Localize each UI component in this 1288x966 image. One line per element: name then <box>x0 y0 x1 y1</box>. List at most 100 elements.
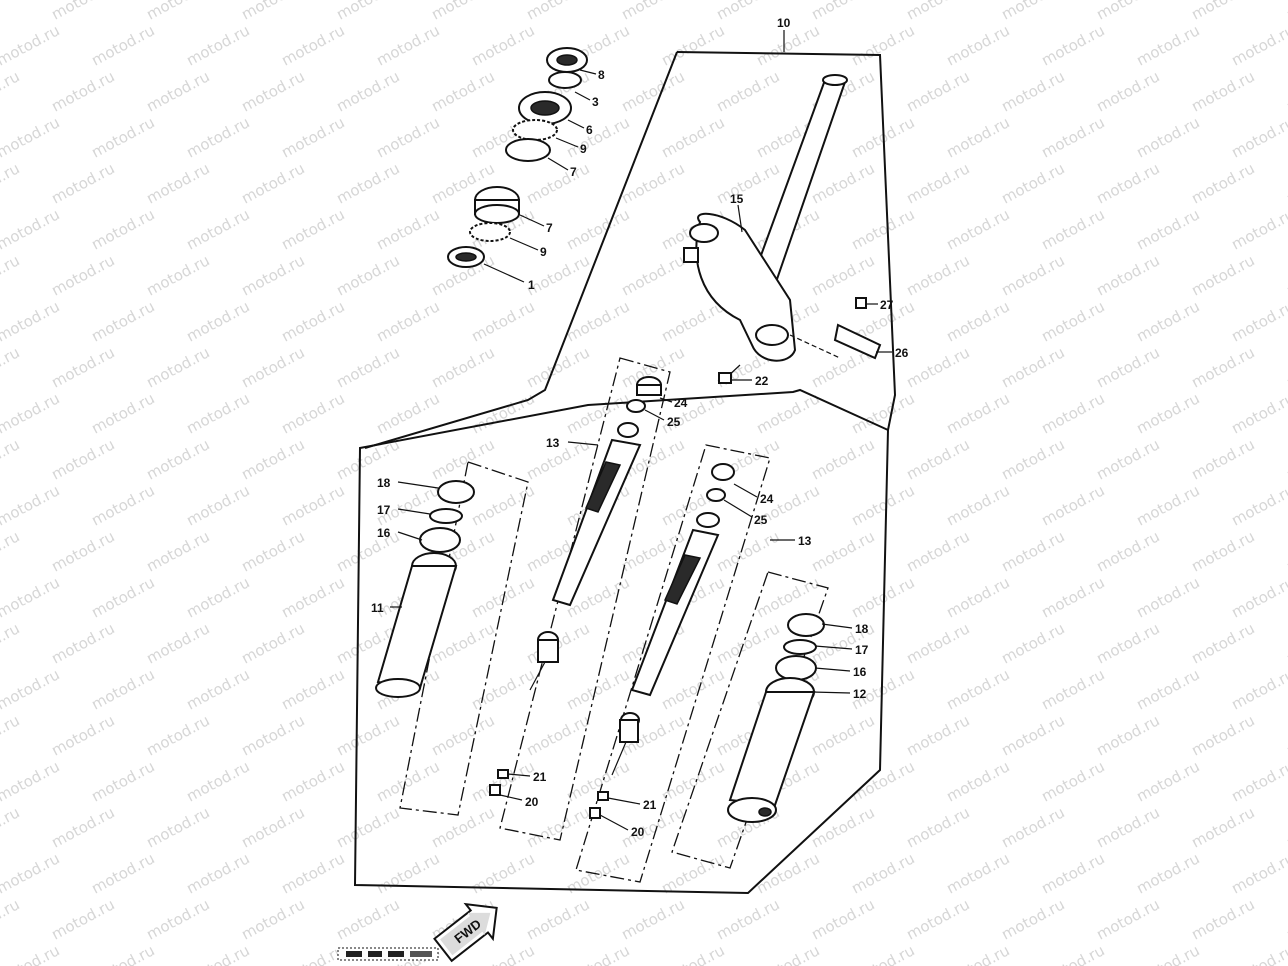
watermark-text: motod.ru <box>1283 803 1288 851</box>
callout-9-upper: 9 <box>580 142 587 156</box>
watermark-text: motod.ru <box>713 527 782 575</box>
watermark-text: motod.ru <box>143 803 212 851</box>
watermark-text: motod.ru <box>143 0 212 24</box>
watermark-text: motod.ru <box>903 159 972 207</box>
watermark-text: motod.ru <box>713 67 782 115</box>
callout-17-left: 17 <box>377 503 391 517</box>
watermark-text: motod.ru <box>48 803 117 851</box>
bearing-race-7-upper <box>505 138 551 162</box>
watermark-text: motod.ru <box>1093 251 1162 299</box>
outer-tube-11 <box>375 480 475 698</box>
watermark-text: motod.ru <box>563 665 632 713</box>
watermark-text: motod.ru <box>143 619 212 667</box>
watermark-text: motod.ru <box>143 527 212 575</box>
watermark-text: motod.ru <box>943 757 1012 805</box>
bolt-22 <box>718 364 741 384</box>
watermark-text: motod.ru <box>1283 435 1288 483</box>
watermark-text: motod.ru <box>0 159 23 207</box>
watermark-text: motod.ru <box>143 251 212 299</box>
callout-6: 6 <box>586 123 593 137</box>
watermark-text: motod.ru <box>1188 67 1257 115</box>
watermark-text: motod.ru <box>0 665 63 713</box>
watermark-text: motod.ru <box>48 711 117 759</box>
callout-13-left: 13 <box>546 436 560 450</box>
watermark-text: motod.ru <box>1228 941 1288 966</box>
watermark-text: motod.ru <box>848 941 917 966</box>
watermark-text: motod.ru <box>1133 205 1202 253</box>
right-inner-fork-box <box>575 444 771 883</box>
watermark-text: motod.ru <box>183 297 252 345</box>
watermark-text: motod.ru <box>808 895 877 943</box>
watermark-text: motod.ru <box>238 343 307 391</box>
watermark-text: motod.ru <box>48 0 117 24</box>
watermark-text: motod.ru <box>238 251 307 299</box>
watermark-text: motod.ru <box>848 205 917 253</box>
watermark-text: motod.ru <box>238 895 307 943</box>
watermark-text: motod.ru <box>143 159 212 207</box>
watermark-text: motod.ru <box>1188 0 1257 24</box>
watermark-text: motod.ru <box>278 573 347 621</box>
watermark-text: motod.ru <box>1093 435 1162 483</box>
watermark-text: motod.ru <box>1038 389 1107 437</box>
washer-3 <box>548 71 582 89</box>
watermark-text: motod.ru <box>0 343 23 391</box>
watermark-text: motod.ru <box>1093 619 1162 667</box>
watermark-text: motod.ru <box>0 67 23 115</box>
watermark-text: motod.ru <box>88 665 157 713</box>
right-outer-tube-box <box>671 571 829 869</box>
watermark-text: motod.ru <box>1228 205 1288 253</box>
watermark-text: motod.ru <box>563 297 632 345</box>
watermark-text: motod.ru <box>808 435 877 483</box>
watermark-text: motod.ru <box>1133 389 1202 437</box>
watermark-text: motod.ru <box>618 527 687 575</box>
callout-13-right: 13 <box>798 534 812 548</box>
watermark-text: motod.ru <box>238 711 307 759</box>
watermark-text: motod.ru <box>658 665 727 713</box>
watermark-text: motod.ru <box>183 205 252 253</box>
callout-1: 1 <box>528 278 535 292</box>
watermark-text: motod.ru <box>848 757 917 805</box>
watermark-text: motod.ru <box>0 297 63 345</box>
watermark-text: motod.ru <box>1133 665 1202 713</box>
watermark-text: motod.ru <box>88 113 157 161</box>
watermark-text: motod.ru <box>0 0 23 24</box>
watermark-text: motod.ru <box>88 205 157 253</box>
watermark-text: motod.ru <box>903 711 972 759</box>
watermark-text: motod.ru <box>1228 665 1288 713</box>
watermark-text: motod.ru <box>523 895 592 943</box>
watermark-text: motod.ru <box>143 711 212 759</box>
watermark-text: motod.ru <box>1228 297 1288 345</box>
watermark-text: motod.ru <box>658 113 727 161</box>
watermark-text: motod.ru <box>523 0 592 24</box>
watermark-text: motod.ru <box>563 941 632 966</box>
watermark-text: motod.ru <box>428 435 497 483</box>
watermark-text: motod.ru <box>998 895 1067 943</box>
figure-code-mark <box>337 947 439 961</box>
watermark-text: motod.ru <box>903 803 972 851</box>
watermark-text: motod.ru <box>713 159 782 207</box>
watermark-text: motod.ru <box>183 113 252 161</box>
watermark-text: motod.ru <box>333 711 402 759</box>
watermark-text: motod.ru <box>0 389 63 437</box>
watermark-text: motod.ru <box>943 941 1012 966</box>
watermark-text: motod.ru <box>618 895 687 943</box>
watermark-text: motod.ru <box>903 619 972 667</box>
watermark-text: motod.ru <box>333 803 402 851</box>
watermark-text: motod.ru <box>373 297 442 345</box>
watermark-text: motod.ru <box>998 67 1067 115</box>
watermark-text: motod.ru <box>1188 251 1257 299</box>
watermark-text: motod.ru <box>88 757 157 805</box>
callout-3: 3 <box>592 95 599 109</box>
watermark-text: motod.ru <box>943 113 1012 161</box>
watermark-text: motod.ru <box>618 251 687 299</box>
watermark-text: motod.ru <box>278 849 347 897</box>
watermark-text: motod.ru <box>373 205 442 253</box>
watermark-text: motod.ru <box>143 343 212 391</box>
watermark-text: motod.ru <box>1133 757 1202 805</box>
callout-12: 12 <box>853 687 867 701</box>
watermark-text: motod.ru <box>618 0 687 24</box>
watermark-text: motod.ru <box>333 67 402 115</box>
bolt-27 <box>855 297 867 309</box>
callout-16-right: 16 <box>853 665 867 679</box>
